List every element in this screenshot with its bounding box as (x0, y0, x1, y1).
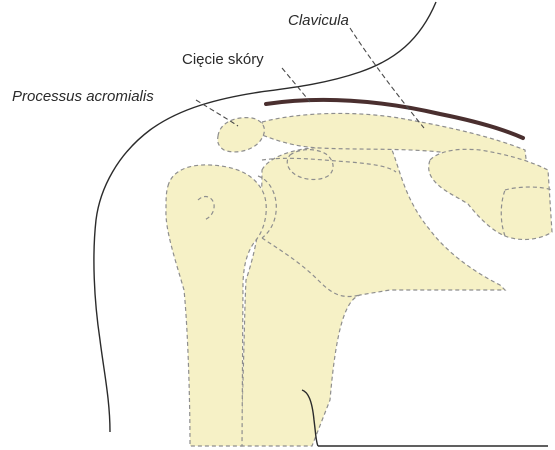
leader-line-clavicula (350, 28, 424, 128)
label-skin-incision: Cięcie skóry (182, 51, 264, 68)
leader-line-acromion (196, 100, 238, 126)
label-clavicula: Clavicula (288, 12, 349, 29)
sternal-region (429, 149, 552, 239)
acromion-bone (218, 118, 265, 152)
label-acromion: Processus acromialis (12, 88, 154, 105)
